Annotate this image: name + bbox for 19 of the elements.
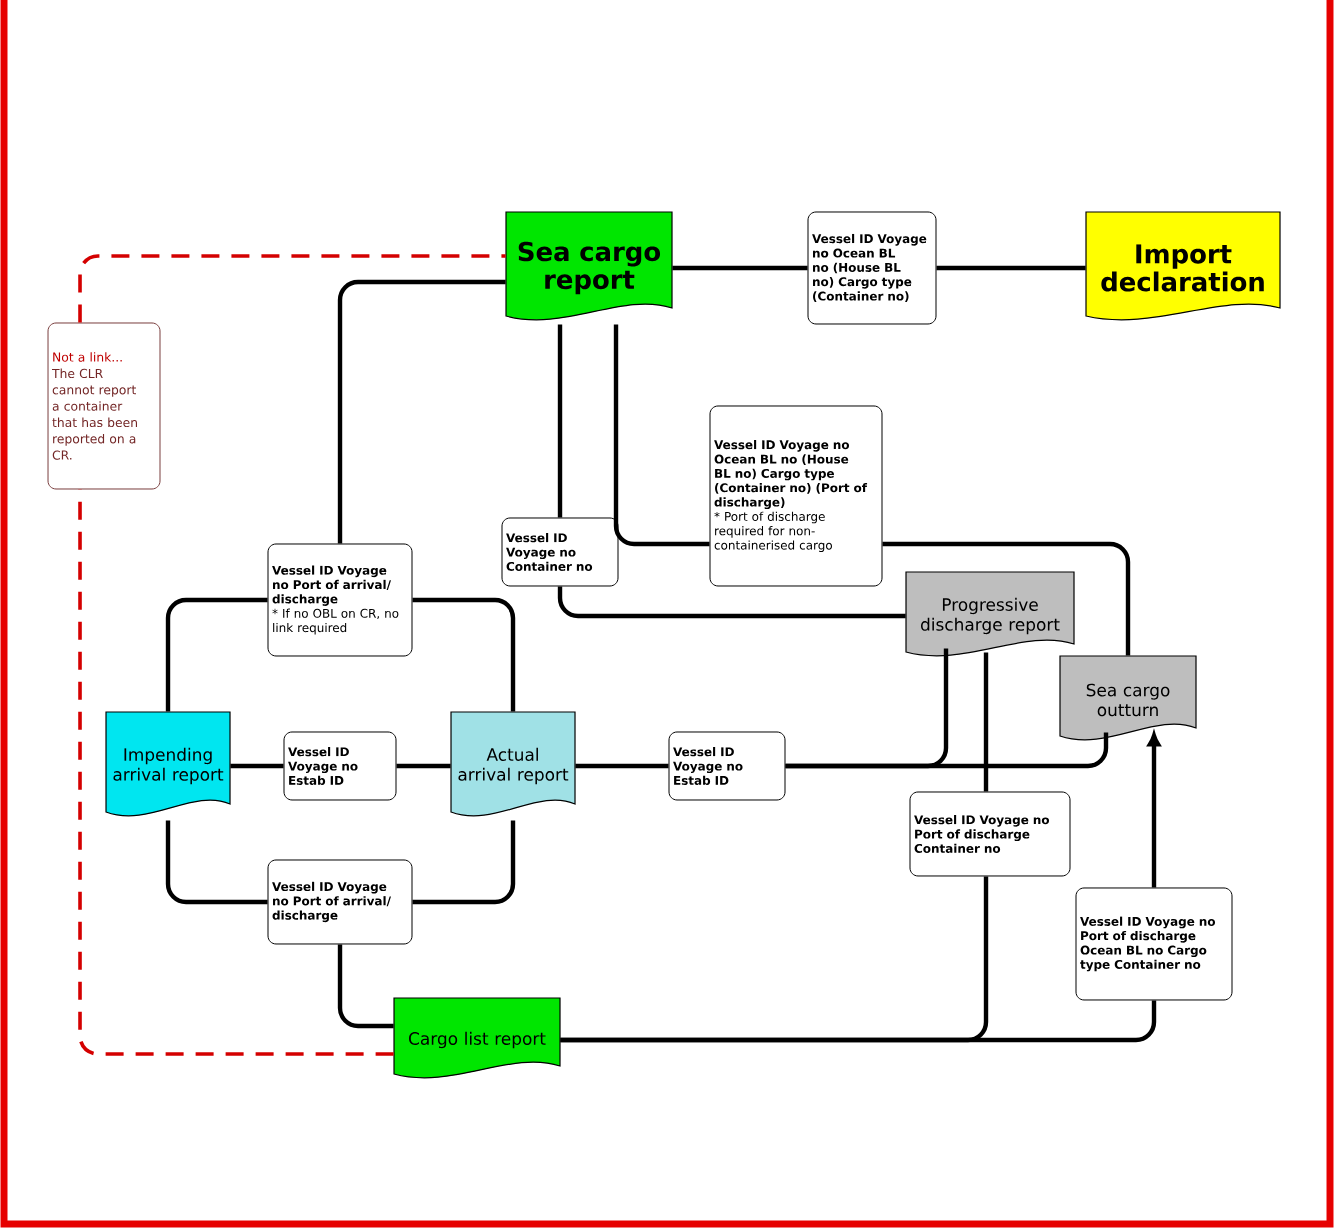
connector-line [337, 279, 506, 544]
connector-line [78, 489, 394, 1056]
connector-line [882, 541, 1131, 656]
connector-line [78, 254, 506, 323]
connector-line [230, 763, 284, 769]
connector-line [165, 820, 268, 905]
connector-line [613, 324, 710, 547]
connector-line [575, 763, 669, 769]
connector-line [396, 763, 451, 769]
connector-line [672, 265, 808, 271]
connector-line [412, 597, 516, 712]
connector-line [983, 652, 989, 792]
connector-line [1147, 732, 1161, 888]
connector-line [337, 944, 394, 1029]
connector-line [557, 324, 563, 518]
connector-line [165, 597, 268, 712]
connector-line [560, 1000, 1157, 1043]
connector-line [412, 820, 516, 905]
connector-line [936, 265, 1086, 271]
